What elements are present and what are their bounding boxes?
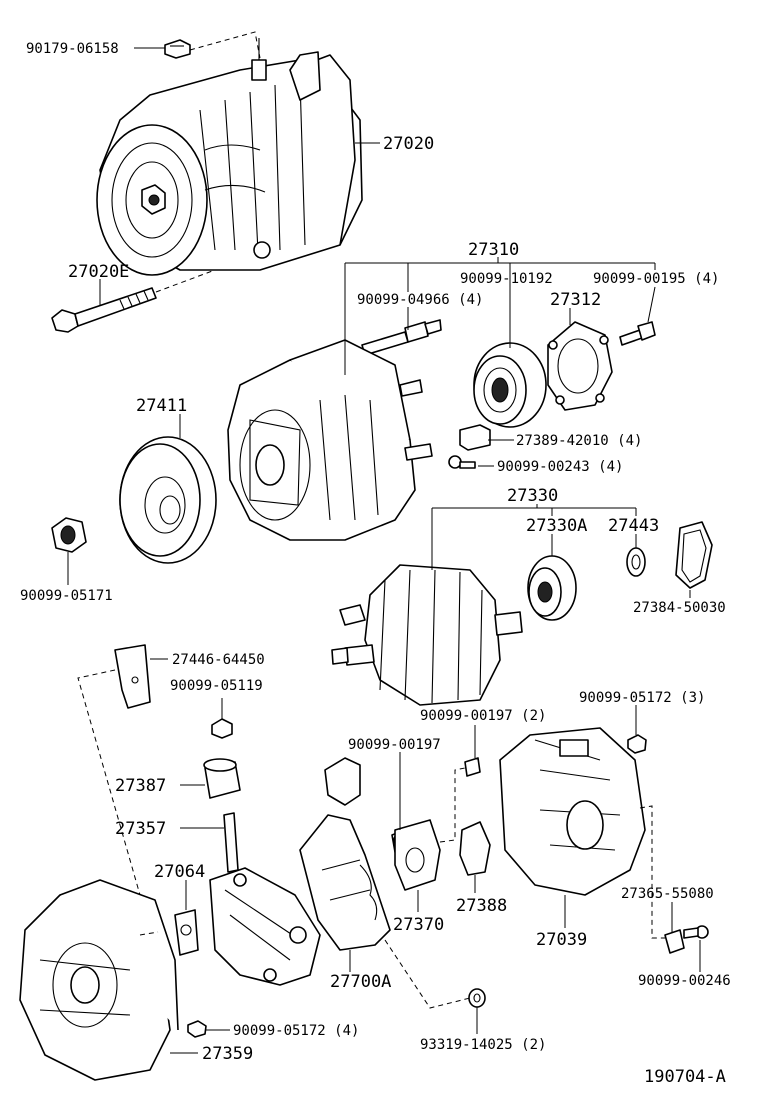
label-27357: 27357 <box>115 819 166 839</box>
part-bushing-27365-55080 <box>664 929 685 954</box>
part-nut-90179-06158 <box>164 39 191 59</box>
label-90099-05172-3: 90099-05172 (3) <box>579 690 705 706</box>
part-screw-90099-00246 <box>683 925 709 939</box>
label-27020: 27020 <box>383 134 434 154</box>
part-gasket-27064 <box>174 909 199 956</box>
leader-dashed <box>139 931 159 936</box>
label-90099-10192: 90099-10192 <box>460 271 553 287</box>
part-rear-cover-27359 <box>19 879 179 1081</box>
label-27411: 27411 <box>136 396 187 416</box>
label-27384-50030: 27384-50030 <box>633 600 726 616</box>
leader-dashed <box>384 939 471 1009</box>
part-brush-holder-27370 <box>394 819 441 891</box>
label-27389-42010: 27389-42010 (4) <box>516 433 642 449</box>
part-bearing-27330A <box>527 555 577 621</box>
part-rotor-27330 <box>331 564 523 706</box>
label-27387: 27387 <box>115 776 166 796</box>
label-90099-00195: 90099-00195 (4) <box>593 271 719 287</box>
part-screw-90099-00197-2 <box>464 757 481 777</box>
part-retainer-plate-27312 <box>547 321 613 411</box>
part-terminal-cover <box>324 757 361 806</box>
part-cover-27384-50030 <box>675 521 713 589</box>
label-27310: 27310 <box>468 240 519 260</box>
part-insulator-27387 <box>203 758 241 799</box>
part-rectifier <box>209 867 321 986</box>
part-cover-27388 <box>459 821 491 876</box>
label-27359: 27359 <box>202 1044 253 1064</box>
part-nut-90099-05119 <box>211 718 233 739</box>
diagram-code: 190704-A <box>644 1067 726 1087</box>
part-pulley-27411 <box>119 436 217 564</box>
label-27446-64450: 27446-64450 <box>172 652 265 668</box>
label-27330A: 27330A <box>526 516 587 536</box>
label-90099-05172-4: 90099-05172 (4) <box>233 1023 359 1039</box>
part-drive-end-frame <box>227 339 433 541</box>
leader-dashed <box>155 269 216 293</box>
label-27700A: 27700A <box>330 972 391 992</box>
label-90099-04966: 90099-04966 (4) <box>357 292 483 308</box>
label-27064: 27064 <box>154 862 205 882</box>
part-screw-90099-00243 <box>448 455 476 469</box>
part-bolt-27020E <box>51 287 157 333</box>
part-bearing-90099-10192 <box>473 342 547 428</box>
label-27020E: 27020E <box>68 262 129 282</box>
part-stud-90099-04966 <box>361 319 442 356</box>
part-screw-90099-00195 <box>619 321 656 346</box>
label-90179-06158: 90179-06158 <box>26 41 119 57</box>
part-washer-93319-14025 <box>468 988 486 1008</box>
part-alternator-assembly-27020 <box>96 38 363 276</box>
part-regulator-27700A <box>299 814 391 951</box>
leader-dashed <box>189 31 261 59</box>
leader-dashed <box>439 767 466 843</box>
part-spacer-27389-42010 <box>459 424 491 451</box>
part-nut-90099-05172-4 <box>187 1020 207 1038</box>
part-labels: 90179-06158 27020 27020E 27310 90099-101… <box>20 41 731 1087</box>
part-nut-90099-05172-3 <box>627 734 647 754</box>
part-terminal-27357 <box>223 812 239 873</box>
label-27330: 27330 <box>507 486 558 506</box>
label-27443: 27443 <box>608 516 659 536</box>
label-90099-00197: 90099-00197 <box>348 737 441 753</box>
label-27365-55080: 27365-55080 <box>621 886 714 902</box>
label-90099-05119: 90099-05119 <box>170 678 263 694</box>
label-27388: 27388 <box>456 896 507 916</box>
label-27039: 27039 <box>536 930 587 950</box>
label-90099-00197-2: 90099-00197 (2) <box>420 708 546 724</box>
leader-dashed <box>77 669 151 931</box>
label-90099-00246: 90099-00246 <box>638 973 731 989</box>
label-27312: 27312 <box>550 290 601 310</box>
leader-lines <box>67 47 701 1054</box>
part-nut-90099-05171 <box>51 517 87 553</box>
label-27370: 27370 <box>393 915 444 935</box>
part-plate-27446-64450 <box>114 644 151 709</box>
label-93319-14025: 93319-14025 (2) <box>420 1037 546 1053</box>
label-90099-00243: 90099-00243 (4) <box>497 459 623 475</box>
part-rear-frame-27039 <box>499 727 646 896</box>
part-collar-27443 <box>626 547 646 577</box>
label-90099-05171: 90099-05171 <box>20 588 113 604</box>
